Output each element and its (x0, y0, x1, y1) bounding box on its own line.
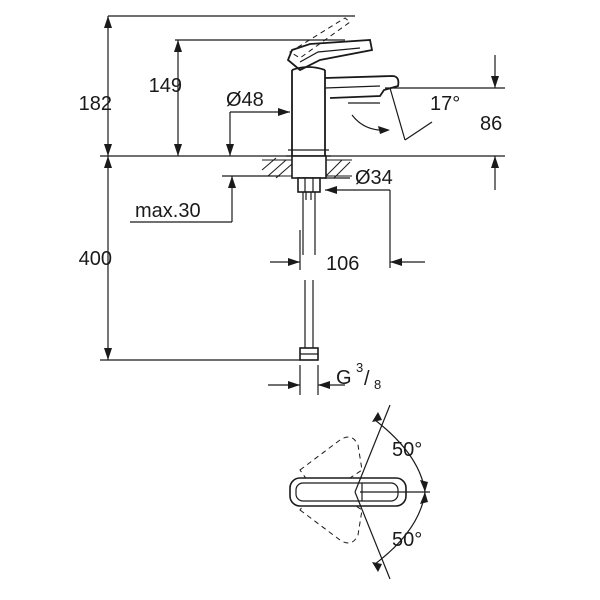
label-400: 400 (79, 248, 112, 270)
label-angle-17: 17° (430, 93, 460, 115)
deck-mounting (261, 155, 352, 361)
label-86: 86 (480, 113, 502, 135)
deck-hatch-left (261, 157, 293, 179)
label-182: 182 (79, 93, 112, 115)
dimension-labels: 182 149 Ø48 17° 86 Ø34 max.30 400 106 G … (79, 75, 503, 551)
label-diameter-48: Ø48 (226, 89, 264, 111)
dimension-arrows (104, 16, 499, 389)
faucet-side-view (286, 17, 400, 157)
label-angle-50-top: 50° (392, 439, 422, 461)
label-149: 149 (149, 75, 182, 97)
label-max-30: max.30 (135, 200, 201, 222)
label-diameter-34: Ø34 (355, 167, 393, 189)
label-connection-denominator: 8 (374, 377, 381, 392)
label-connection-slash: / (364, 368, 370, 390)
faucet-top-view (289, 404, 430, 580)
label-connection-numerator: 3 (356, 360, 363, 375)
label-angle-50-bottom: 50° (392, 529, 422, 551)
label-connection-g: G (336, 367, 352, 389)
deck-hatch-right (325, 159, 352, 179)
label-106: 106 (326, 253, 359, 275)
